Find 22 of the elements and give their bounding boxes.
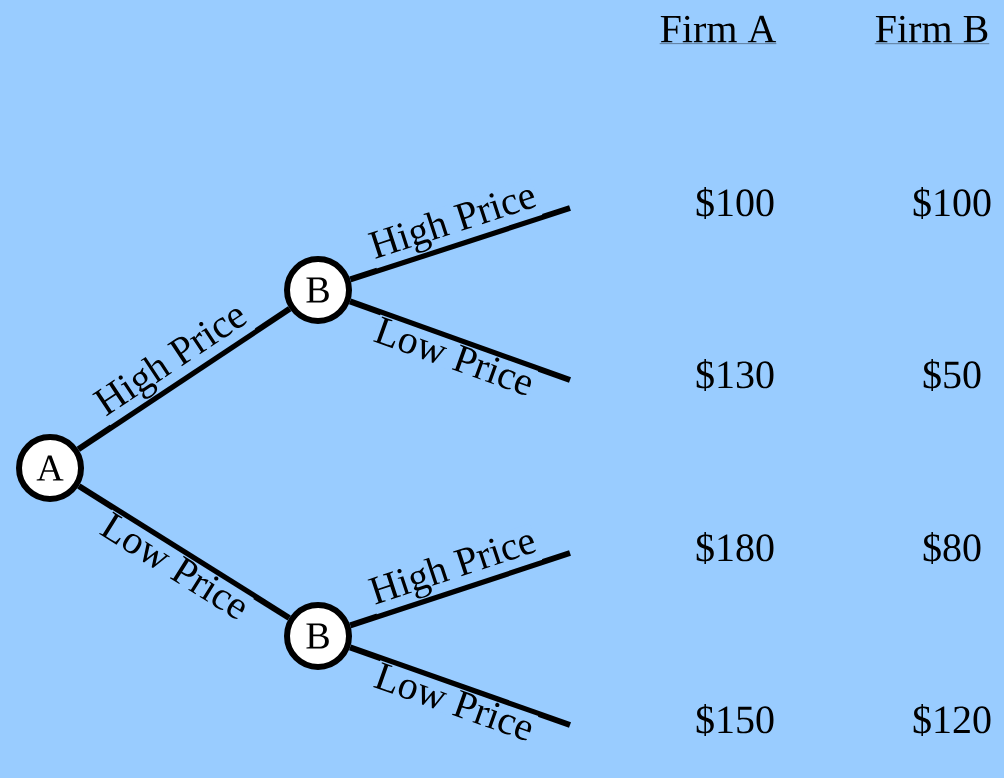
payoff-value: $50 [923,359,981,391]
edge-label: Low Price [373,316,532,395]
payoff-value: $100 [696,187,774,219]
edge-label: High Price [92,309,247,417]
branch-line [76,306,292,452]
branch-line [349,550,571,629]
payoff-value: $80 [923,532,981,564]
column-heading: Firm B [874,15,990,44]
payoff-value: $130 [696,359,774,391]
column-heading: Firm A [659,15,777,44]
branch-line [349,205,571,283]
payoff-value: $150 [696,704,774,736]
branch-line [349,298,572,383]
edge-label: Low Price [373,662,532,741]
branch-line [77,483,291,621]
payoff-value: $180 [696,532,774,564]
branch-line [349,644,571,728]
payoff-value: $120 [913,704,991,736]
edge-label: High Price [367,535,536,605]
edge-label: Low Price [99,511,245,620]
payoff-value: $100 [913,187,991,219]
edge-label: High Price [367,190,536,259]
